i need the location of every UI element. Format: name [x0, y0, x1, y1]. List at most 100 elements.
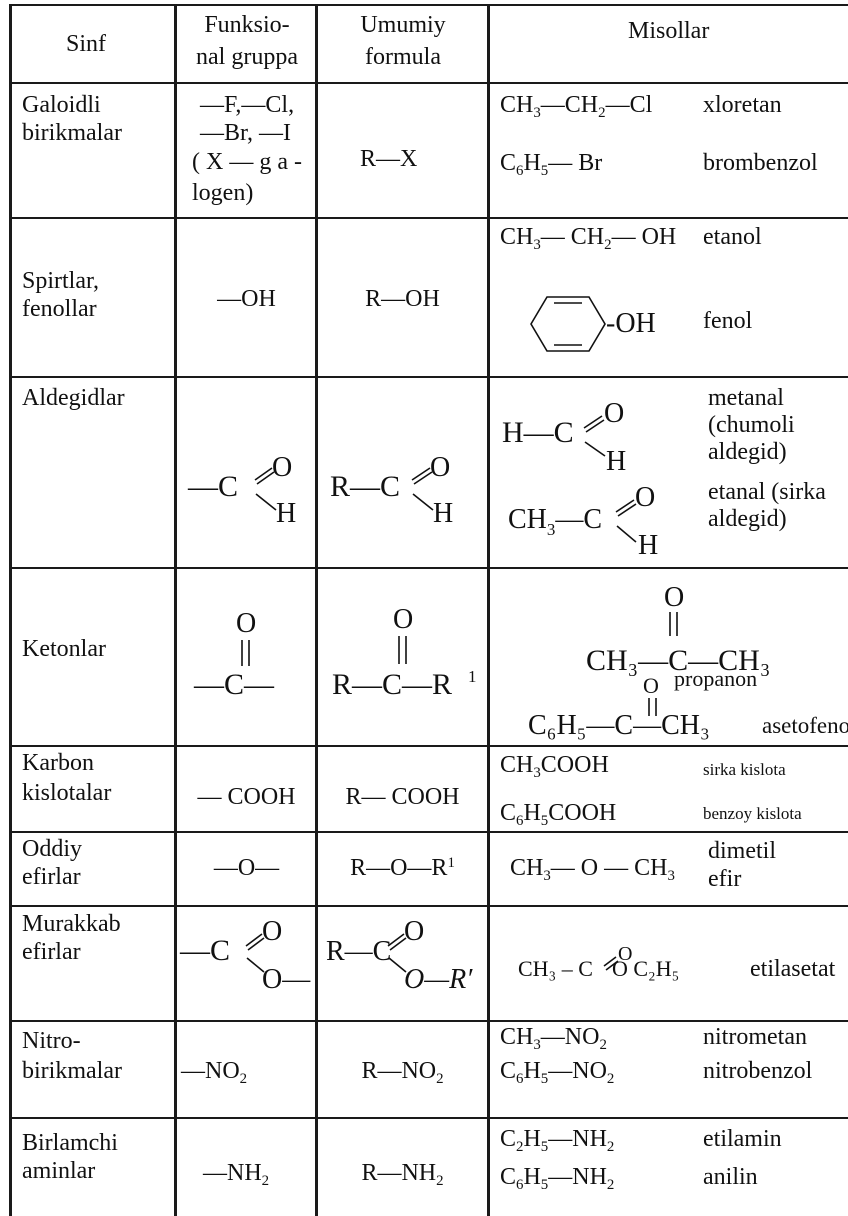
class-label: aminlar: [22, 1158, 96, 1184]
column-divider: [487, 4, 490, 1216]
ester-formula-structure: R—C O O—R′: [326, 916, 473, 995]
svg-text:CH3—C: CH3—C: [508, 504, 602, 539]
example-formula: CH3—CH2—Cl: [500, 92, 653, 122]
functional-group: —NO2: [181, 1058, 248, 1088]
svg-text:O: O: [430, 452, 450, 483]
row-divider: [9, 567, 848, 569]
example-name: (chumoli: [708, 412, 795, 438]
svg-text:propanon: propanon: [674, 666, 757, 691]
example-name: fenol: [703, 308, 753, 334]
svg-text:O: O: [635, 482, 655, 513]
class-label: efirlar: [22, 939, 81, 965]
functional-group: —F,—Cl,: [200, 92, 295, 118]
class-label: Ketonlar: [22, 636, 106, 662]
svg-text:O: O: [664, 582, 684, 613]
svg-text:R—C: R—C: [326, 936, 391, 967]
svg-text:R—C: R—C: [330, 470, 400, 503]
general-formula: R—NH2: [361, 1160, 444, 1190]
class-label: birikmalar: [22, 1058, 122, 1084]
general-formula: R—NO2: [361, 1058, 444, 1088]
ketone-formula-structure: O R—C—R 1: [332, 604, 477, 701]
header-misollar: Misollar: [628, 18, 710, 44]
example-formula: CH3— O — CH3: [510, 855, 675, 885]
class-label: Spirtlar,: [22, 268, 100, 294]
example-formula: CH3—NO2: [500, 1024, 607, 1054]
example-name: nitrobenzol: [703, 1058, 813, 1084]
example-name: brombenzol: [703, 150, 818, 176]
example-name: xloretan: [703, 92, 782, 118]
ester-group-structure: —C O O—: [179, 916, 311, 995]
example-name: aldegid): [708, 506, 787, 532]
svg-text:R—C—R: R—C—R: [332, 668, 452, 701]
svg-text:—C: —C: [179, 934, 230, 967]
svg-text:C₆H₅—C—CH₃: C₆H₅—C—CH₃: [528, 710, 710, 741]
class-label: Oddiy: [22, 836, 82, 862]
row-divider: [9, 217, 848, 219]
example-name: etanal (sirka: [708, 479, 826, 505]
svg-text:O: O: [262, 916, 282, 947]
header-funksional-line2: nal gruppa: [196, 44, 298, 70]
example-name: efir: [708, 866, 742, 892]
class-label: Galoidli: [22, 92, 101, 118]
svg-text:O: O: [643, 673, 659, 698]
functional-group: —OH: [217, 286, 276, 312]
example-name: etilamin: [703, 1126, 782, 1152]
functional-group: —Br, —I: [200, 120, 292, 146]
etanal-structure: CH3—C O H: [508, 482, 658, 561]
general-formula: R—O—R1: [350, 854, 455, 881]
aldehyde-formula-structure: R—C O H: [330, 452, 453, 529]
svg-text:H—C: H—C: [502, 416, 574, 449]
phenol-oh: -OH: [606, 308, 656, 339]
functional-group: —O—: [213, 855, 280, 881]
header-divider: [9, 82, 848, 84]
functional-group: logen): [192, 180, 254, 206]
class-label: Murakkab: [22, 911, 121, 937]
class-label: Birlamchi: [22, 1130, 118, 1156]
svg-text:H: H: [276, 498, 296, 529]
row-divider: [9, 831, 848, 833]
svg-text:1: 1: [468, 667, 477, 686]
svg-text:asetofenon: asetofenon: [762, 713, 848, 738]
svg-text:O: O: [404, 916, 424, 947]
example-formula: C2H5—NH2: [500, 1126, 615, 1156]
svg-text:H: H: [638, 530, 658, 561]
header-funksional-line1: Funksio-: [204, 12, 290, 38]
class-label: fenollar: [22, 296, 97, 322]
header-umumiy-line2: formula: [365, 44, 441, 70]
svg-text:O: O: [604, 398, 624, 429]
svg-text:O: O: [618, 943, 632, 965]
svg-text:O: O: [393, 604, 413, 635]
ketone-examples-structure: O CH₃—C—CH₃ O propanon C₆H₅—C—CH₃ asetof…: [528, 582, 848, 741]
table-border-left: [9, 4, 12, 1216]
header-sinf: Sinf: [66, 31, 107, 57]
aldehyde-group-structure: —C O H: [187, 452, 296, 529]
functional-group: — COOH: [197, 784, 296, 810]
example-name: benzoy kislota: [703, 804, 802, 823]
class-label: Nitro-: [22, 1028, 81, 1054]
general-formula: R—OH: [365, 286, 440, 312]
example-formula: CH3COOH: [500, 752, 609, 782]
svg-text:O: O: [236, 608, 256, 639]
example-formula: C6H5— Br: [500, 150, 603, 180]
example-formula: C6H5—NO2: [500, 1058, 615, 1088]
header-umumiy-line1: Umumiy: [360, 12, 446, 38]
example-formula: C6H5—NH2: [500, 1164, 615, 1194]
general-formula: R—X: [360, 146, 418, 172]
svg-text:CH₃ – C: CH₃ – C: [518, 956, 593, 981]
functional-group: ( X — g a -: [192, 149, 302, 175]
example-name: etanol: [703, 224, 762, 250]
example-name: metanal: [708, 385, 784, 411]
example-name: sirka kislota: [703, 760, 786, 779]
svg-text:H: H: [606, 446, 626, 472]
row-divider: [9, 1117, 848, 1119]
etilasetat-structure: CH₃ – C O O C₂H₅ etilasetat: [518, 943, 836, 982]
benzene-ring-icon: [530, 296, 606, 352]
class-label: efirlar: [22, 864, 81, 890]
class-label: Aldegidlar: [22, 385, 125, 411]
example-formula: CH3— CH2— OH: [500, 224, 677, 254]
svg-text:—C—: —C—: [193, 668, 275, 701]
svg-text:O—: O—: [262, 964, 311, 995]
functional-group: —NH2: [203, 1160, 270, 1190]
column-divider: [315, 4, 318, 1216]
